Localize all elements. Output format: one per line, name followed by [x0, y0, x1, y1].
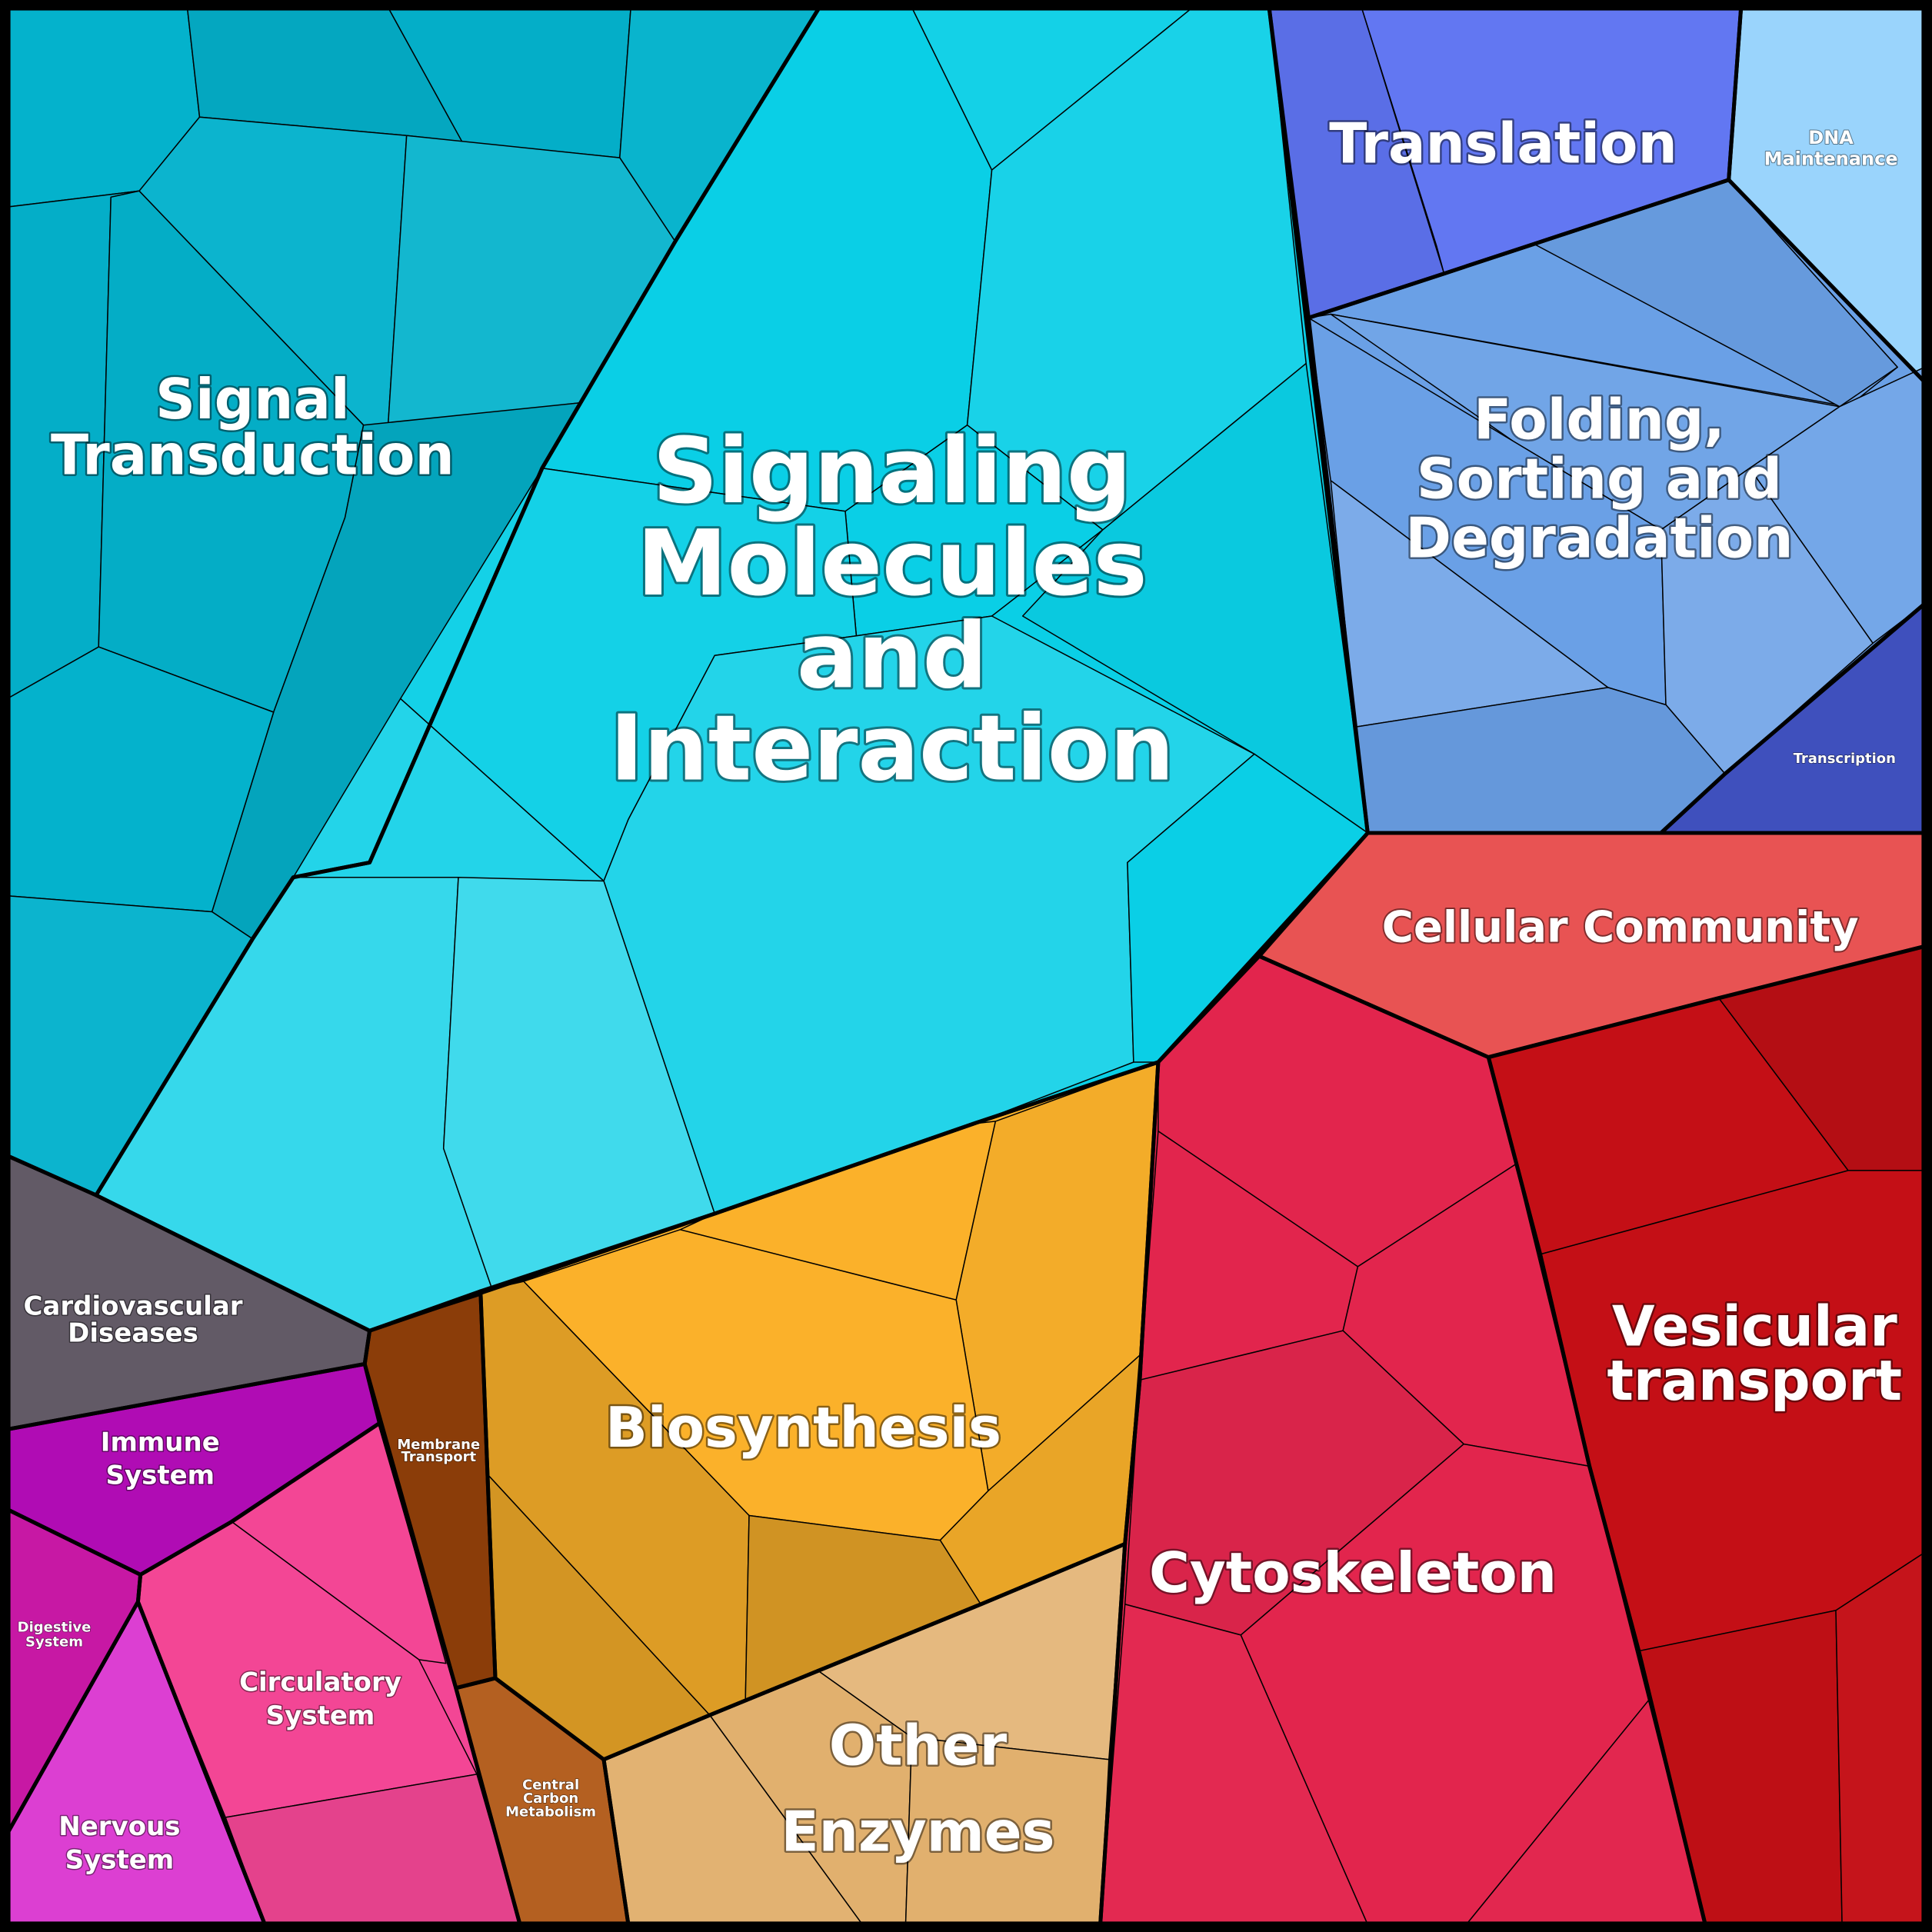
label-line: Cardiovascular [23, 1291, 242, 1321]
label-line: transport [1607, 1348, 1903, 1413]
label-line: and [797, 602, 988, 708]
cell-vesicular-transport[interactable] [1835, 1551, 1926, 1926]
label-line: Diseases [68, 1318, 198, 1349]
label-line: Degradation [1405, 505, 1793, 570]
label-line: Central [522, 1777, 579, 1793]
label-line: Carbon [523, 1790, 578, 1807]
label-line: System [65, 1844, 175, 1875]
label-line: Folding, [1474, 388, 1725, 452]
label-line: Molecules [637, 510, 1148, 616]
label-line: Immune [101, 1427, 220, 1457]
label-line: Interaction [610, 695, 1174, 801]
label-line: DNA [1808, 127, 1854, 148]
label-translation: Translation [1329, 112, 1677, 176]
label-line: System [105, 1461, 215, 1491]
cell-signaling-molecules[interactable] [1127, 753, 1369, 1063]
label-line: Translation [1329, 112, 1677, 176]
label-line: Metabolism [505, 1804, 596, 1820]
label-line: Other [829, 1713, 1008, 1777]
label-line: Membrane [397, 1437, 480, 1453]
label-line: Signal [155, 367, 350, 431]
label-line: Transport [401, 1449, 477, 1465]
label-line: Digestive [18, 1619, 92, 1635]
label-cellular-community: Cellular Community [1382, 903, 1859, 953]
label-line: System [266, 1700, 375, 1731]
label-line: System [25, 1634, 83, 1651]
label-line: Cellular Community [1382, 903, 1859, 953]
label-line: Signaling [652, 418, 1131, 524]
label-line: Transcription [1794, 751, 1896, 767]
label-line: Transduction [51, 422, 455, 487]
label-line: Maintenance [1764, 148, 1898, 170]
label-transcription: Transcription [1794, 751, 1896, 767]
label-biosynthesis: Biosynthesis [605, 1395, 1001, 1460]
label-line: Vesicular [1612, 1294, 1897, 1359]
label-cytoskeleton: Cytoskeleton [1149, 1541, 1557, 1605]
label-line: Biosynthesis [605, 1395, 1001, 1460]
label-line: Nervous [58, 1811, 180, 1842]
label-line: Enzymes [781, 1800, 1055, 1864]
label-line: Sorting and [1417, 447, 1782, 511]
outer-border [4, 4, 1928, 1928]
label-line: Cytoskeleton [1149, 1541, 1557, 1605]
label-line: Circulatory [239, 1667, 401, 1698]
